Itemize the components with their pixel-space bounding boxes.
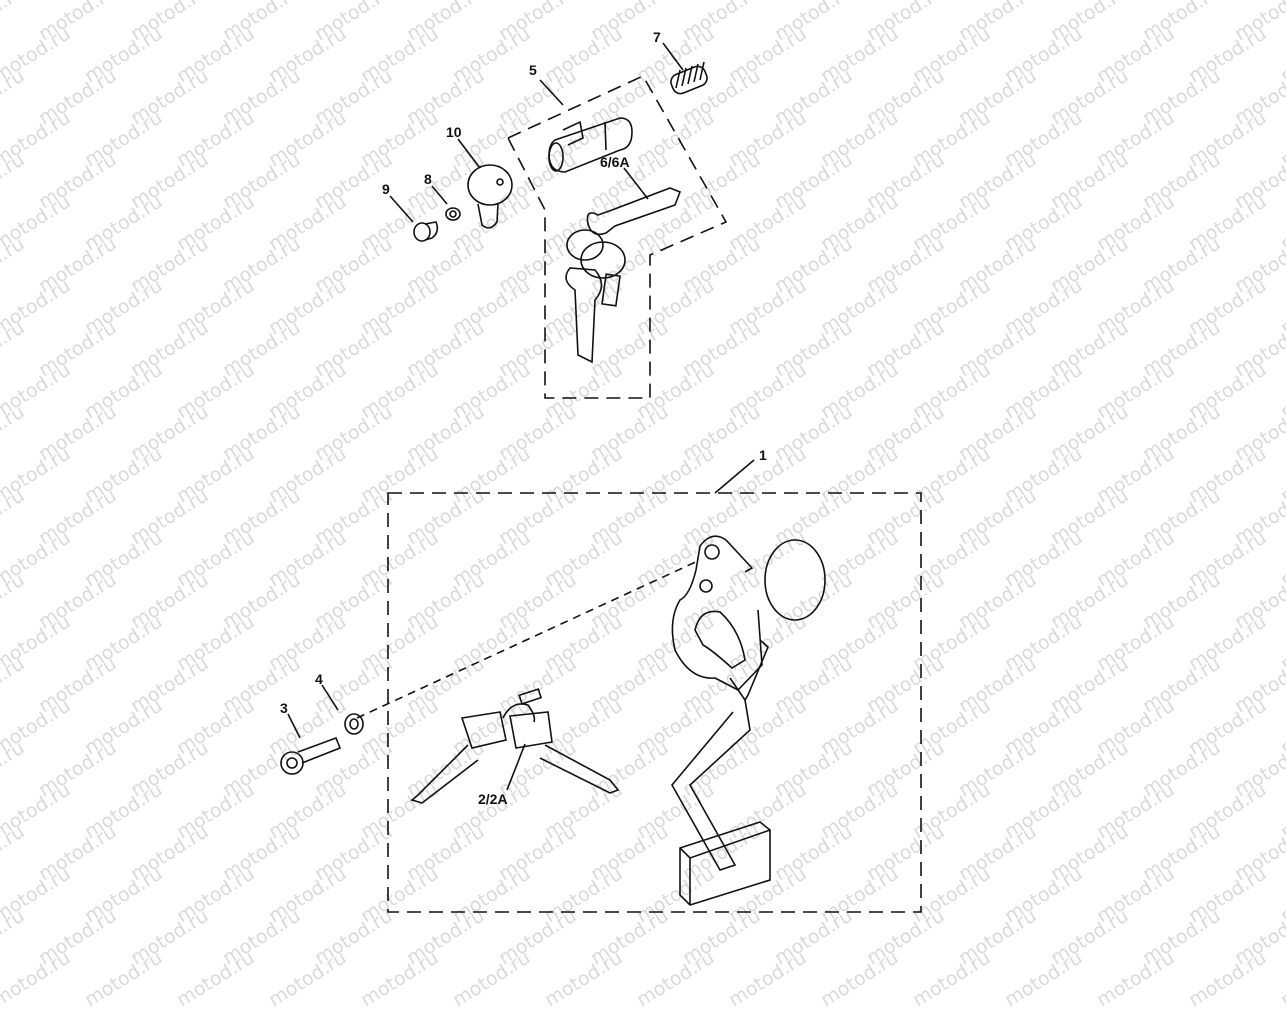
keys-part-2 bbox=[410, 688, 620, 804]
callout-2: 2/2A bbox=[478, 791, 508, 807]
callout-1: 1 bbox=[759, 447, 767, 463]
spring-part-7 bbox=[670, 61, 708, 95]
washer-part-8 bbox=[445, 207, 461, 221]
callout-6: 6/6A bbox=[600, 154, 630, 170]
washer-part-4 bbox=[344, 713, 364, 735]
callout-10: 10 bbox=[446, 124, 462, 140]
callout-4: 4 bbox=[315, 671, 323, 687]
callout-3: 3 bbox=[280, 700, 288, 716]
keys-part-6 bbox=[565, 187, 682, 364]
diagram-drawing bbox=[280, 42, 922, 913]
callout-5: 5 bbox=[529, 62, 537, 78]
callout-9: 9 bbox=[382, 181, 390, 197]
pin-part-9 bbox=[413, 221, 439, 242]
lock-cylinder-part-5 bbox=[548, 117, 633, 173]
callout-8: 8 bbox=[424, 171, 432, 187]
cap-part-10 bbox=[467, 164, 513, 229]
group-5-dashed-box bbox=[506, 74, 728, 399]
callout-7: 7 bbox=[653, 29, 661, 45]
bolt-part-3 bbox=[280, 736, 342, 775]
ignition-switch-body bbox=[671, 535, 826, 906]
group-1-dashed-box bbox=[387, 492, 922, 913]
